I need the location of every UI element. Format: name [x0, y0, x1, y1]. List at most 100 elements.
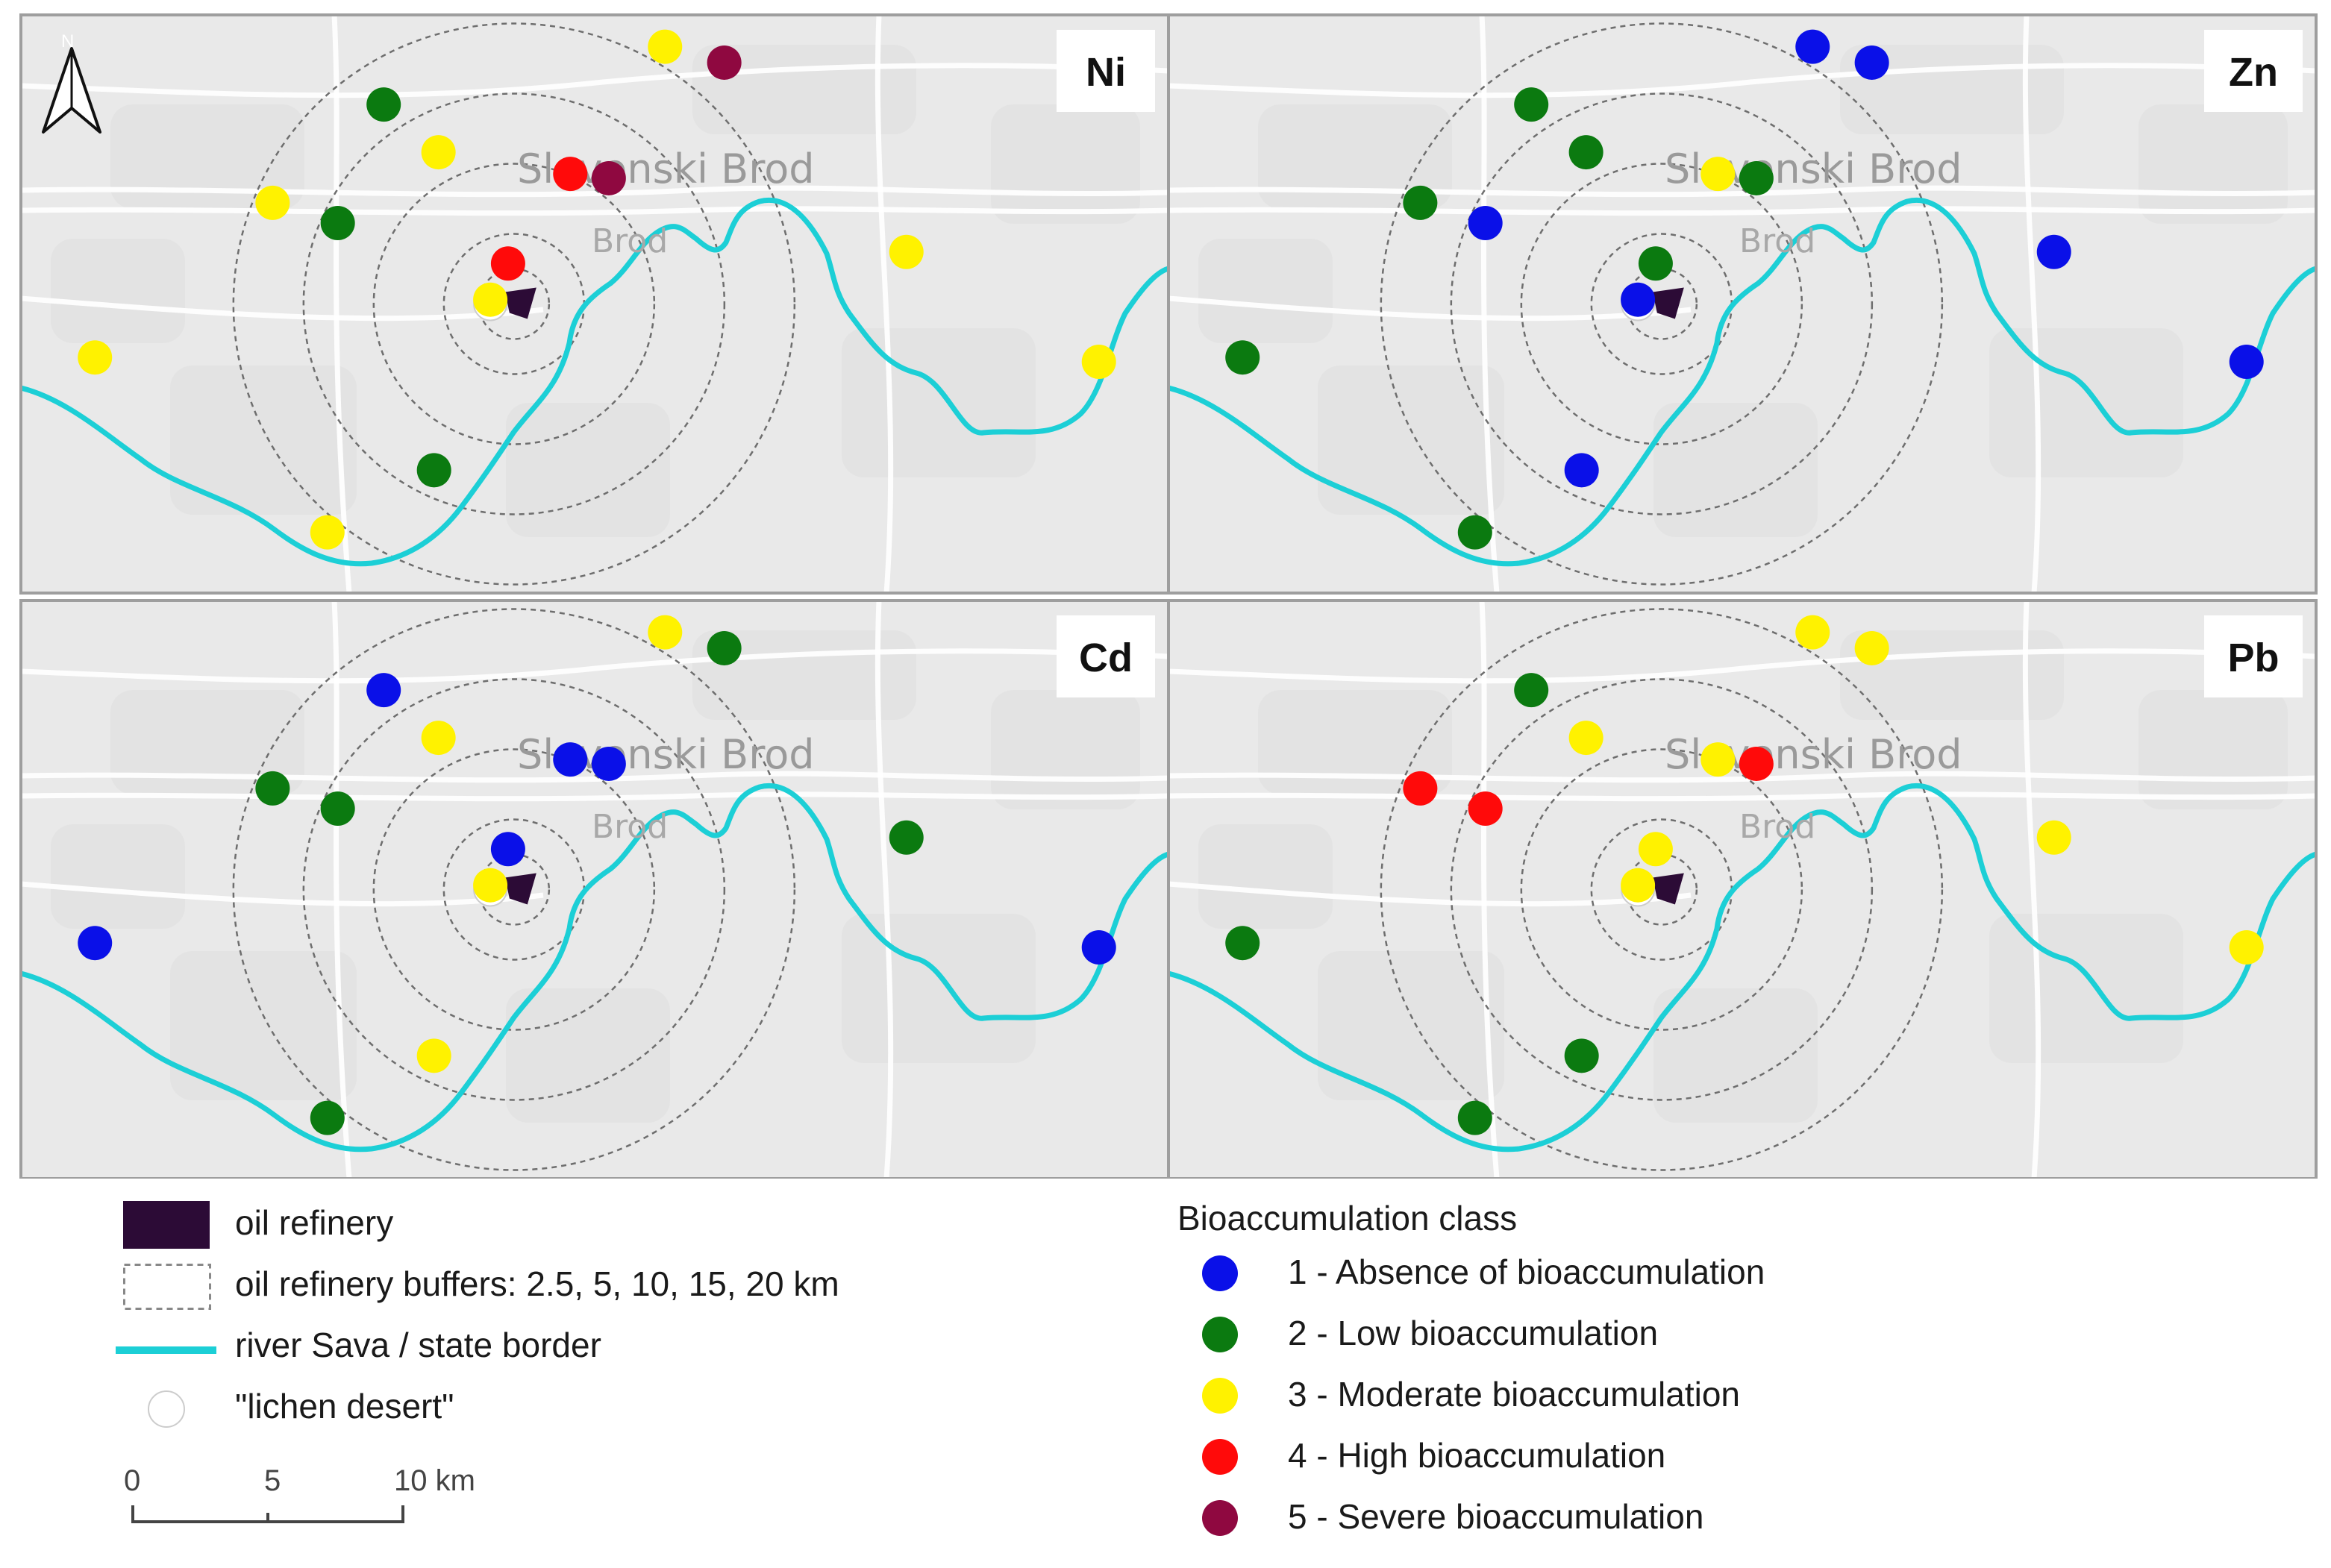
north-arrow: N — [42, 31, 101, 134]
sampling-site — [1514, 87, 1549, 122]
land-patch — [991, 690, 1140, 809]
sampling-site — [255, 185, 290, 220]
sampling-site — [416, 453, 451, 488]
land-patch — [2138, 690, 2288, 809]
land-patch — [1989, 914, 2183, 1063]
sampling-site — [1514, 673, 1549, 708]
land-patch — [1653, 988, 1818, 1123]
sampling-site — [1468, 791, 1503, 826]
sampling-site — [1621, 868, 1656, 903]
class-2-label: 2 - Low bioaccumulation — [1288, 1314, 1659, 1352]
land-patch — [506, 988, 670, 1123]
refinery-buffer — [372, 748, 656, 1031]
sampling-site — [490, 832, 525, 867]
land-patch — [51, 824, 185, 929]
road — [1168, 791, 2316, 802]
land-patch — [1198, 824, 1333, 929]
sampling-site — [1081, 345, 1116, 379]
road — [331, 15, 352, 593]
refinery-swatch — [123, 1201, 210, 1249]
land-patch — [1258, 690, 1452, 794]
road — [1168, 295, 1692, 322]
legend-desert-label: "lichen desert" — [235, 1387, 454, 1426]
class-2-swatch — [1202, 1317, 1238, 1352]
class-dot — [1202, 1500, 1238, 1536]
sampling-site — [648, 29, 683, 64]
road — [1168, 206, 2316, 216]
sampling-site — [1621, 282, 1656, 317]
land-patch — [1318, 366, 1504, 515]
road — [874, 15, 894, 593]
road — [1479, 600, 1500, 1179]
sampling-site — [707, 630, 742, 665]
river-swatch — [116, 1346, 216, 1354]
road — [21, 881, 544, 907]
sampling-site — [421, 721, 456, 756]
sampling-site — [889, 820, 924, 855]
class-dot — [1202, 1255, 1238, 1291]
sampling-site — [255, 771, 290, 806]
land-patch — [1198, 239, 1333, 343]
river-sava — [1168, 783, 2316, 1153]
road — [1479, 15, 1500, 593]
panel-label: Ni — [1086, 50, 1126, 95]
refinery-buffer — [1520, 748, 1803, 1031]
road — [1168, 648, 2316, 684]
sampling-site — [553, 157, 588, 192]
road — [21, 206, 1168, 216]
class-1-swatch — [1202, 1255, 1238, 1291]
class-4-label: 4 - High bioaccumulation — [1288, 1436, 1666, 1475]
land-patch — [170, 951, 357, 1100]
sampling-site — [78, 926, 113, 961]
sampling-site — [1457, 515, 1492, 550]
road — [1168, 771, 2316, 783]
sampling-site — [1457, 1100, 1492, 1135]
land-patch — [1318, 951, 1504, 1100]
refinery-buffer — [302, 678, 726, 1101]
land-patch — [842, 914, 1036, 1063]
panel-frame — [1167, 13, 2318, 595]
land-patch — [110, 690, 304, 794]
scale-tick-0: 0 — [124, 1464, 141, 1497]
buffer-swatch — [123, 1264, 211, 1310]
road — [21, 771, 1168, 783]
sampling-site — [1468, 206, 1503, 240]
land-patch — [110, 104, 304, 209]
sampling-site — [1564, 1038, 1599, 1073]
sampling-site — [366, 87, 401, 122]
sampling-site — [1568, 135, 1603, 170]
legend-river-label: river Sava / state border — [235, 1326, 601, 1364]
sampling-site — [591, 160, 626, 195]
lichen-desert-swatch — [148, 1390, 185, 1428]
class-4-swatch — [1202, 1439, 1238, 1475]
refinery-buffer — [302, 92, 726, 515]
oil-refinery — [1652, 873, 1684, 905]
sampling-site — [310, 1100, 345, 1135]
scale-bar — [131, 1505, 404, 1523]
sampling-site — [1403, 771, 1438, 806]
panel-label: Zn — [2229, 50, 2278, 95]
sampling-site — [591, 746, 626, 781]
refinery-buffer — [232, 608, 796, 1171]
sampling-site — [1403, 185, 1438, 220]
north-arrow-label: N — [61, 31, 74, 51]
sampling-site — [1225, 340, 1260, 375]
panel-label: Pb — [2227, 636, 2279, 680]
city-sublabel: Brod — [592, 808, 668, 846]
road — [1168, 63, 2316, 98]
oil-refinery — [1652, 287, 1684, 319]
river-sava — [21, 198, 1168, 567]
refinery-buffer — [232, 22, 796, 586]
road — [331, 600, 352, 1179]
land-patch — [1989, 328, 2183, 477]
land-patch — [842, 328, 1036, 477]
legend-buffers-label: oil refinery buffers: 2.5, 5, 10, 15, 20… — [235, 1264, 839, 1303]
refinery-buffer — [372, 163, 656, 445]
sampling-site — [490, 246, 525, 281]
sampling-site — [310, 515, 345, 550]
panel-label: Cd — [1079, 636, 1133, 680]
city-sublabel: Brod — [1739, 222, 1815, 260]
